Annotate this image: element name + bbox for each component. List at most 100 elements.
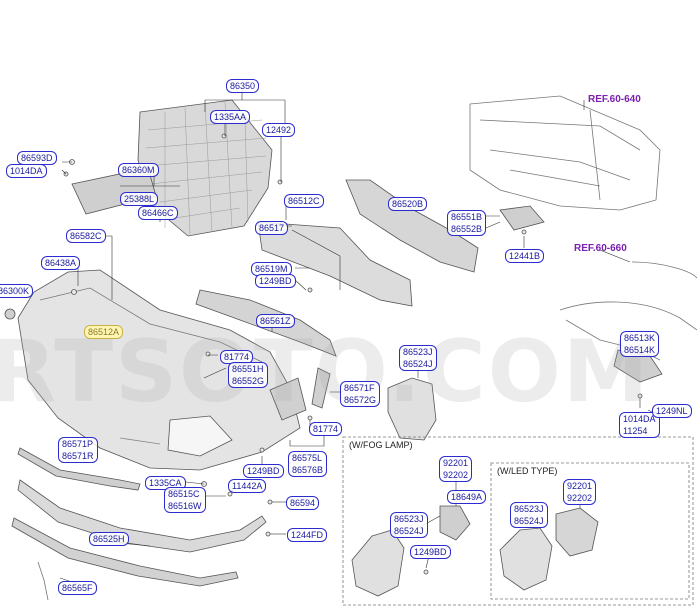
part-number-text: 1249BD	[259, 276, 292, 286]
lower-grille-strip-drawing	[11, 517, 239, 587]
fog-lamp-bezel-drawing	[387, 377, 437, 441]
part-label[interactable]: 86575L 86576B	[288, 451, 328, 477]
part-label[interactable]: 86512C	[284, 194, 324, 208]
part-label[interactable]: 86565F	[58, 581, 97, 595]
part-number-text: 86576B	[292, 465, 324, 475]
part-label[interactable]: 86523J 86524J	[510, 502, 548, 528]
radiator-support-drawing	[469, 95, 661, 211]
lip-strip-drawing	[17, 447, 141, 491]
part-label[interactable]: 86300K	[0, 284, 34, 298]
part-number-text: 12441B	[509, 251, 541, 261]
part-number-text: 86515C	[168, 489, 200, 499]
part-number-text: 86512C	[288, 196, 320, 206]
part-label[interactable]: 81774	[309, 422, 343, 436]
part-number-text: 1014DA	[623, 414, 656, 424]
part-label[interactable]: 92201 92202	[439, 456, 473, 482]
part-number-text: 81774	[313, 424, 339, 434]
part-label[interactable]: 86594	[286, 496, 320, 510]
part-number-text: 86514K	[624, 345, 656, 355]
part-number-text: 86523J	[394, 514, 424, 524]
part-number-text: 18649A	[451, 492, 483, 502]
part-number-text: 86552G	[232, 376, 265, 386]
part-label[interactable]: 1249NL	[652, 404, 692, 418]
part-number-text: 86523J	[403, 347, 433, 357]
part-number-text: 86466C	[142, 208, 174, 218]
part-label[interactable]: 86519M	[251, 262, 292, 276]
part-number-text: 86593D	[21, 153, 53, 163]
part-label-highlighted[interactable]: 86512A	[84, 325, 124, 339]
part-number-text: 86525H	[93, 534, 125, 544]
part-number-text: 92202	[443, 470, 469, 480]
part-label[interactable]: 86582C	[66, 229, 106, 243]
part-number-text: 86565F	[62, 583, 93, 593]
ref-60-640-link[interactable]: REF.60-640	[588, 94, 641, 105]
part-number-text: 86300K	[0, 286, 30, 296]
part-number-text: 86438A	[45, 258, 77, 268]
ref-60-660-link[interactable]: REF.60-660	[574, 243, 627, 254]
part-label[interactable]: 86438A	[41, 256, 81, 270]
part-number-text: 86513K	[624, 333, 656, 343]
part-number-text: 1249BD	[247, 466, 280, 476]
part-label[interactable]: 86513K 86514K	[620, 331, 660, 357]
part-number-text: 12492	[266, 125, 292, 135]
part-number-text: 92201	[567, 481, 593, 491]
part-label[interactable]: 86571P 86571R	[58, 437, 98, 463]
part-label[interactable]: 1014DA	[6, 164, 47, 178]
part-number-text: 86524J	[514, 516, 544, 526]
part-number-text: 1244FD	[291, 530, 324, 540]
part-number-text: 86571P	[62, 439, 94, 449]
part-label[interactable]: 25388L	[120, 192, 159, 206]
part-label[interactable]: 86525H	[89, 532, 129, 546]
part-label[interactable]: 1014DA 11254	[619, 412, 660, 438]
part-label[interactable]: 1249BD	[243, 464, 284, 478]
part-number-text: 81774	[224, 352, 250, 362]
part-number-text: 11254	[623, 426, 648, 436]
part-number-text: 86572G	[344, 395, 377, 405]
part-label[interactable]: 1244FD	[287, 528, 328, 542]
part-number-text: 86524J	[394, 526, 424, 536]
part-label[interactable]: 86523J 86524J	[390, 512, 428, 538]
part-label[interactable]: 18649A	[447, 490, 487, 504]
part-label[interactable]: 11442A	[228, 479, 267, 493]
part-number-text: 86594	[290, 498, 316, 508]
part-label[interactable]: 86593D	[17, 151, 57, 165]
part-number-text: 1335AA	[214, 112, 247, 122]
part-label[interactable]: 86350	[226, 79, 260, 93]
part-number-text: 86517	[259, 223, 285, 233]
part-label[interactable]: 1335AA	[210, 110, 251, 124]
part-number-text: 25388L	[124, 194, 155, 204]
part-label[interactable]: 86517	[255, 221, 289, 235]
part-number-text: 92201	[443, 458, 469, 468]
led-type-note: (W/LED TYPE)	[497, 466, 558, 476]
part-number-text: 92202	[567, 493, 593, 503]
led-type-box	[490, 462, 690, 600]
part-label[interactable]: 86515C 86516W	[164, 487, 206, 513]
part-label[interactable]: 86561Z	[256, 314, 295, 328]
part-number-text: 86552B	[451, 224, 483, 234]
part-number-text: 86516W	[168, 501, 202, 511]
part-label[interactable]: 86466C	[138, 206, 178, 220]
part-number-text: 86571R	[62, 451, 94, 461]
part-number-text: 1335CA	[149, 478, 182, 488]
part-label[interactable]: 92201 92202	[563, 479, 597, 505]
part-number-text: 86575L	[292, 453, 323, 463]
part-number-text: 86523J	[514, 504, 544, 514]
part-label[interactable]: 1249BD	[410, 545, 451, 559]
part-number-text: 86519M	[255, 264, 288, 274]
part-number-text: 1249BD	[414, 547, 447, 557]
part-label[interactable]: 12441B	[505, 249, 545, 263]
part-number-text: 86360M	[122, 165, 155, 175]
fog-lamp-note: (W/FOG LAMP)	[349, 440, 413, 450]
part-number-text: 86520B	[392, 199, 424, 209]
part-label[interactable]: 12492	[262, 123, 296, 137]
part-number-text: 86350	[230, 81, 256, 91]
part-label[interactable]: 1249BD	[255, 274, 296, 288]
part-drawings	[4, 95, 697, 601]
part-label[interactable]: 86520B	[388, 197, 428, 211]
part-label[interactable]: 86360M	[118, 163, 159, 177]
